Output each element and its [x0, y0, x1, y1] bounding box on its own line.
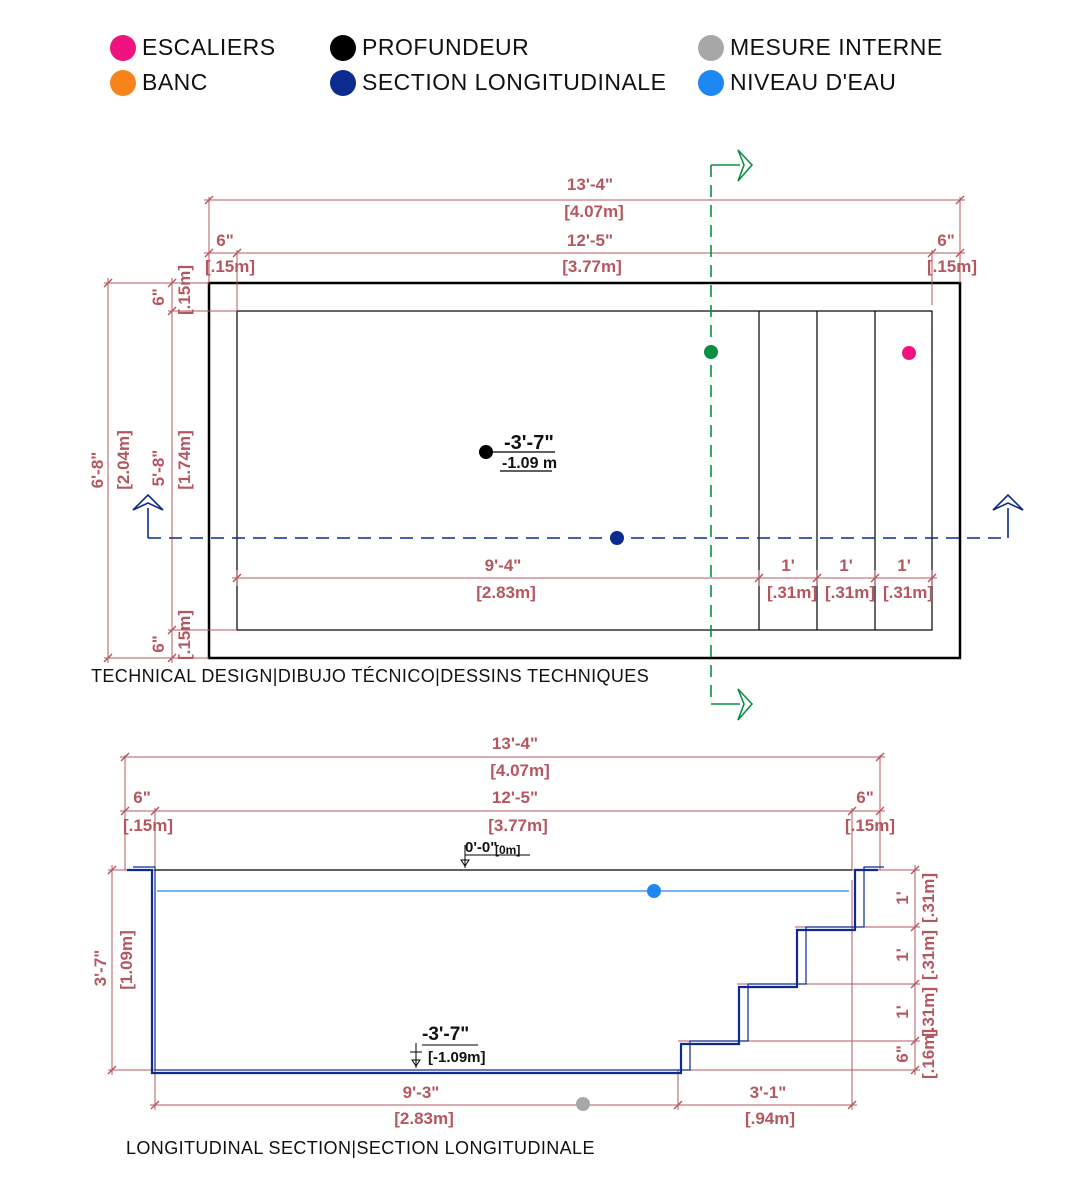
plan-inner-outline	[236, 310, 933, 631]
section-dimension-lines	[108, 755, 920, 1110]
legend-escaliers: ESCALIERS	[110, 34, 276, 61]
plan-wall-left-m: [.15m]	[205, 257, 255, 276]
plan-overall-length: 13'-4"	[567, 175, 613, 194]
plan-floor-length-m: [2.83m]	[476, 583, 536, 602]
legend-dot-profundeur	[330, 34, 356, 61]
green-section-marker	[704, 345, 718, 359]
section-top-level-m: [0m]	[495, 843, 520, 857]
section-pool-profile-outer	[127, 868, 878, 1075]
plan-overall-width: 6'-8"	[88, 452, 107, 489]
section-dimension-ticks	[107, 752, 920, 1110]
legend-label-section: SECTION LONGITUDINALE	[362, 69, 667, 95]
section-riser2-m: [.31m]	[919, 930, 938, 980]
plan-wall-bottom: 6"	[149, 635, 168, 653]
section-wall-left: 6"	[133, 788, 151, 807]
section-inner-length: 12'-5"	[492, 788, 538, 807]
section-depth-level-m: [-1.09m]	[428, 1049, 486, 1066]
section-pool-profile-inner	[133, 866, 884, 1071]
section-stairs-length: 3'-1"	[750, 1083, 787, 1102]
plan-step3: 1'	[897, 556, 911, 575]
legend-label-banc: BANC	[142, 69, 208, 95]
section-top-level: 0'-0"	[465, 839, 497, 856]
section-floor-length: 9'-3"	[403, 1083, 440, 1102]
legend-label-escaliers: ESCALIERS	[142, 34, 276, 60]
plan-inner-width: 5'-8"	[149, 450, 168, 487]
plan-outer-outline	[207, 281, 962, 660]
section-height-m: [1.09m]	[117, 930, 136, 990]
section-riser3: 1'	[893, 1005, 912, 1019]
blue-section-cut-line	[132, 493, 1024, 539]
blue-section-marker	[610, 531, 624, 545]
section-stairs-length-m: [.94m]	[745, 1109, 795, 1128]
section-riser1-m: [.31m]	[919, 873, 938, 923]
section-overall-length: 13'-4"	[492, 734, 538, 753]
legend-mesure-interne: MESURE INTERNE	[698, 34, 943, 61]
plan-wall-top-m: [.15m]	[175, 265, 194, 315]
legend-dot-mesure	[698, 34, 724, 61]
plan-wall-right: 6"	[937, 231, 955, 250]
plan-step1: 1'	[781, 556, 795, 575]
legend-label-mesure: MESURE INTERNE	[730, 34, 943, 60]
plan-inner-width-m: [1.74m]	[175, 430, 194, 490]
plan-inner-length: 12'-5"	[567, 231, 613, 250]
plan-dimension-lines	[104, 197, 965, 663]
section-riser4: 6"	[893, 1045, 912, 1063]
legend-dot-section	[330, 69, 356, 96]
legend-dot-banc	[110, 69, 136, 96]
plan-wall-top: 6"	[149, 288, 168, 306]
plan-wall-left: 6"	[216, 231, 234, 250]
plan-overall-length-m: [4.07m]	[564, 202, 624, 221]
plan-depth-marker	[479, 445, 493, 459]
section-riser4-m: [.16m]	[919, 1029, 938, 1079]
plan-caption: TECHNICAL DESIGN|DIBUJO TÉCNICO|DESSINS …	[91, 666, 649, 686]
plan-floor-length: 9'-4"	[485, 556, 522, 575]
section-overall-length-m: [4.07m]	[490, 761, 550, 780]
plan-depth-value: -3'-7"	[504, 432, 554, 454]
section-height: 3'-7"	[91, 950, 110, 987]
legend-dot-escaliers	[110, 34, 136, 61]
section-depth-level-symbol	[410, 1043, 478, 1068]
legend-banc: BANC	[110, 69, 208, 96]
plan-depth-value-m: -1.09 m	[502, 455, 557, 472]
plan-step2: 1'	[839, 556, 853, 575]
section-measure-marker	[576, 1097, 590, 1111]
plan-step3-m: [.31m]	[883, 583, 933, 602]
section-top-level-symbol	[460, 845, 530, 868]
plan-wall-bottom-m: [.15m]	[175, 610, 194, 660]
legend-niveau-eau: NIVEAU D'EAU	[698, 69, 896, 96]
plan-dimension-ticks	[103, 195, 965, 663]
section-riser1: 1'	[893, 891, 912, 905]
section-inner-length-m: [3.77m]	[488, 816, 548, 835]
stairs-marker	[902, 346, 916, 360]
plan-step1-m: [.31m]	[767, 583, 817, 602]
section-caption: LONGITUDINAL SECTION|SECTION LONGITUDINA…	[126, 1138, 595, 1158]
section-wall-left-m: [.15m]	[123, 816, 173, 835]
legend-section-longitudinale: SECTION LONGITUDINALE	[330, 69, 666, 96]
section-depth-level: -3'-7"	[422, 1024, 469, 1045]
plan-view: 13'-4" [4.07m] 12'-5" [3.77m] 6" [.15m] …	[88, 149, 1024, 721]
section-view: 13'-4" [4.07m] 12'-5" [3.77m] 6" [.15m] …	[91, 734, 938, 1158]
legend-dot-niveau	[698, 69, 724, 96]
section-water-marker	[647, 884, 661, 898]
plan-step2-m: [.31m]	[825, 583, 875, 602]
section-wall-right: 6"	[856, 788, 874, 807]
green-section-cut-line	[710, 149, 754, 721]
legend-label-niveau: NIVEAU D'EAU	[730, 69, 897, 95]
plan-inner-length-m: [3.77m]	[562, 257, 622, 276]
legend-profundeur: PROFUNDEUR	[330, 34, 529, 61]
legend-label-profundeur: PROFUNDEUR	[362, 34, 530, 60]
section-riser3-m: [.31m]	[919, 987, 938, 1037]
section-floor-length-m: [2.83m]	[394, 1109, 454, 1128]
section-wall-right-m: [.15m]	[845, 816, 895, 835]
section-riser2: 1'	[893, 948, 912, 962]
plan-wall-right-m: [.15m]	[927, 257, 977, 276]
plan-overall-width-m: [2.04m]	[114, 430, 133, 490]
